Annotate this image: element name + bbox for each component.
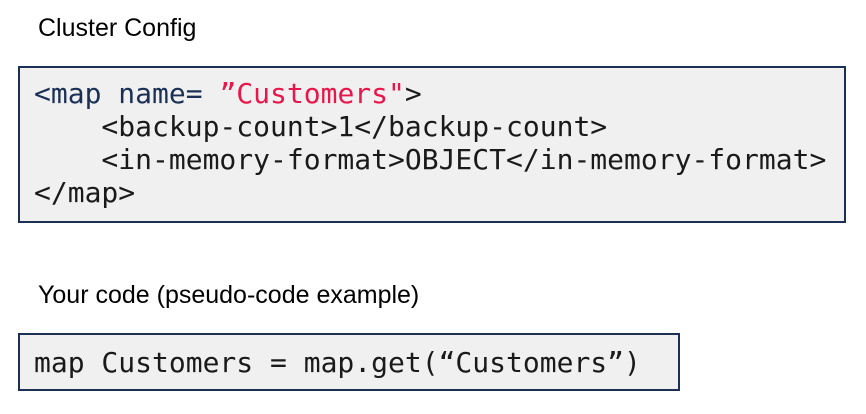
cluster-config-code-block: <map name= ”Customers"> <backup-count>1<… [18,66,846,223]
xml-map-open-line: <map name= ”Customers"> [34,77,844,110]
pseudo-code-line: map Customers = map.get(“Customers”) [34,346,641,379]
cluster-config-heading: Cluster Config [38,14,197,42]
xml-backup-count-line: <backup-count>1</backup-count> [34,110,608,143]
xml-map-name-value: ”Customers" [219,77,405,110]
xml-map-tag-close: > [404,77,422,110]
xml-map-close-line: </map> [34,176,136,209]
xml-in-memory-format-line: <in-memory-format>OBJECT</in-memory-form… [34,143,827,176]
pseudo-code: map Customers = map.get(“Customers”) [34,346,678,379]
pseudo-code-block: map Customers = map.get(“Customers”) [18,333,680,391]
xml-map-tag-open: <map name= [34,77,220,110]
your-code-heading: Your code (pseudo-code example) [38,281,420,309]
xml-config-code: <map name= ”Customers"> <backup-count>1<… [34,77,844,209]
